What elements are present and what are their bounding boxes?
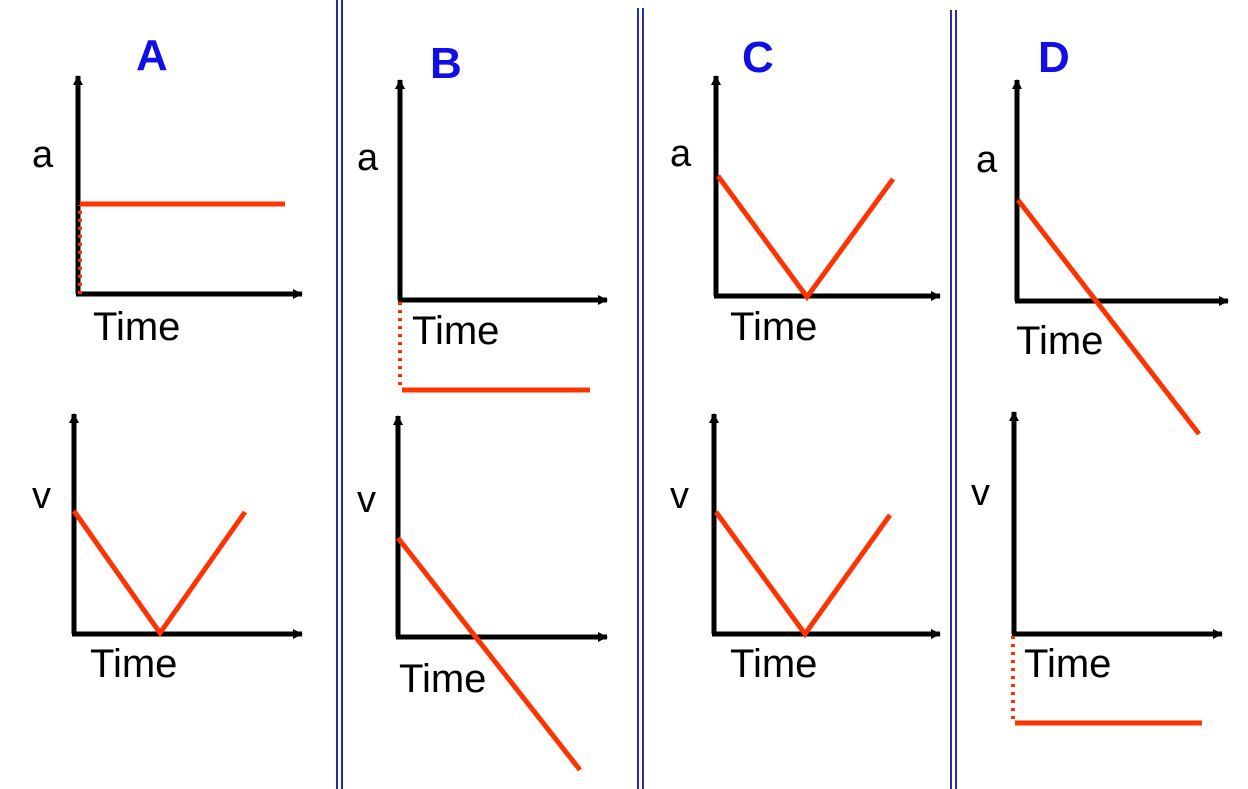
panel-c: C a Time v Time [670, 33, 941, 686]
y-axis-label: v [971, 472, 990, 514]
panel-label-d: D [1038, 33, 1070, 82]
acceleration-curve [1016, 198, 1201, 436]
y-axis-label: v [670, 475, 689, 517]
x-axis-label: Time [93, 305, 180, 349]
panel-d: D a Time v Time [971, 33, 1229, 726]
acceleration-graph-c: a Time [670, 75, 941, 349]
panel-label-a: A [136, 31, 168, 80]
x-axis-label: Time [412, 309, 499, 353]
velocity-curve [713, 510, 893, 639]
velocity-graph-d: v Time [971, 411, 1223, 726]
x-axis-label: Time [399, 657, 486, 701]
velocity-graph-b: v Time [357, 415, 608, 772]
y-axis-label: v [32, 475, 51, 517]
velocity-curve [396, 536, 582, 772]
y-axis-label: a [670, 133, 692, 175]
acceleration-graph-b: a Time [357, 79, 608, 393]
y-axis-label: v [357, 479, 376, 521]
panel-a: A a Time v Time [32, 31, 303, 686]
panel-label-c: C [742, 33, 774, 82]
panel-divider-3 [950, 10, 957, 789]
velocity-graph-a: v Time [32, 413, 303, 686]
panel-label-b: B [430, 39, 462, 88]
y-axis-label: a [976, 139, 998, 181]
y-axis-label: a [357, 137, 379, 179]
panel-divider-2 [637, 8, 644, 789]
x-axis-label: Time [1016, 319, 1103, 363]
acceleration-graph-a: a Time [32, 75, 303, 349]
acceleration-curve [715, 174, 896, 302]
x-axis-label: Time [90, 642, 177, 686]
panel-b: B a Time v Time [357, 39, 608, 772]
velocity-curve [71, 509, 248, 638]
acceleration-graph-d: a Time [976, 79, 1229, 436]
panel-divider-1 [336, 0, 343, 789]
x-axis-label: Time [1024, 642, 1111, 686]
y-axis-label: a [32, 134, 54, 176]
velocity-graph-c: v Time [670, 413, 941, 686]
x-axis-label: Time [730, 305, 817, 349]
x-axis-label: Time [730, 642, 817, 686]
